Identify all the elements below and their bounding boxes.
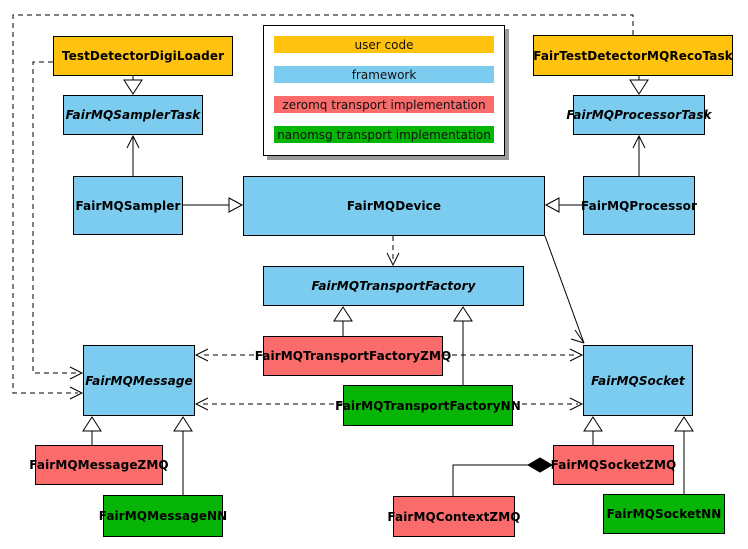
edge-sampler-inherits-device	[183, 197, 244, 213]
node-fairmqsamplertask: FairMQSamplerTask	[63, 95, 203, 135]
edge-device-uses-socket	[544, 235, 585, 344]
edge-msgnn-inherits-message	[173, 416, 193, 495]
edge-digiloader-depends-message	[32, 61, 78, 374]
node-fairmqcontextzmq: FairMQContextZMQ	[387, 496, 520, 537]
edge-recotask-depends-message	[12, 14, 634, 394]
edge-msgzmq-inherits-message	[82, 416, 102, 445]
edge-tfzmq-creates-socket-arrowhead	[569, 348, 584, 362]
node-fairmqsocket: FairMQSocket	[583, 345, 693, 416]
edge-tfnn-creates-message-arrowhead	[194, 397, 209, 411]
edge-digiloader-depends-message-arrowhead	[69, 366, 84, 380]
node-fairmqsocketnn: FairMQSocketNN	[603, 494, 725, 534]
node-fairmqmessagenn: FairMQMessageNN	[99, 495, 227, 537]
node-fairmqtransportfactoryzmq: FairMQTransportFactoryZMQ	[255, 336, 451, 376]
legend-item-nanomsg: nanomsg transport implementation	[274, 126, 494, 143]
node-testdetectordigiloader: TestDetectorDigiLoader	[53, 36, 233, 76]
edge-tfnn-creates-socket-arrowhead	[569, 397, 584, 411]
edge-recotask-inherits-processortask	[629, 76, 649, 95]
node-fairmqsocketzmq: FairMQSocketZMQ	[551, 445, 676, 485]
edge-recotask-depends-message-arrowhead	[69, 386, 84, 400]
edge-sockzmq-inherits-socket	[583, 416, 603, 445]
edge-tfzmq-inherits-transportfactory	[333, 306, 353, 336]
legend-item-user-code: user code	[274, 36, 494, 53]
edge-sampler-uses-samplertask	[126, 134, 140, 176]
edge-digiloader-inherits-samplertask	[123, 76, 143, 95]
edge-tfnn-inherits-transportfactory	[453, 306, 473, 385]
legend: user code framework zeromq transport imp…	[263, 25, 505, 156]
edge-device-depends-transportfactory-arrowhead	[386, 252, 400, 267]
node-fairmqmessage: FairMQMessage	[83, 345, 195, 416]
node-fairmqprocessor: FairMQProcessor	[581, 176, 697, 235]
node-fairmqmessagezmq: FairMQMessageZMQ	[29, 445, 169, 485]
legend-item-framework: framework	[274, 66, 494, 83]
edge-processor-inherits-device	[544, 197, 583, 213]
edge-contextzmq-composition-socketzmq	[452, 457, 553, 496]
node-fairmqprocessortask: FairMQProcessorTask	[566, 95, 712, 135]
node-fairmqsampler: FairMQSampler	[73, 176, 183, 235]
edge-tfzmq-creates-message-arrowhead	[194, 348, 209, 362]
node-fairmqdevice: FairMQDevice	[243, 176, 545, 236]
node-fairmqtransportfactorynn: FairMQTransportFactoryNN	[335, 385, 521, 426]
edge-socknn-inherits-socket	[674, 416, 694, 494]
node-fairtestdetectormqrecotask: FairTestDetectorMQRecoTask	[533, 35, 733, 76]
edge-processor-uses-processortask	[632, 134, 646, 176]
legend-item-zeromq: zeromq transport implementation	[274, 96, 494, 113]
node-fairmqtransportfactory: FairMQTransportFactory	[263, 266, 524, 306]
